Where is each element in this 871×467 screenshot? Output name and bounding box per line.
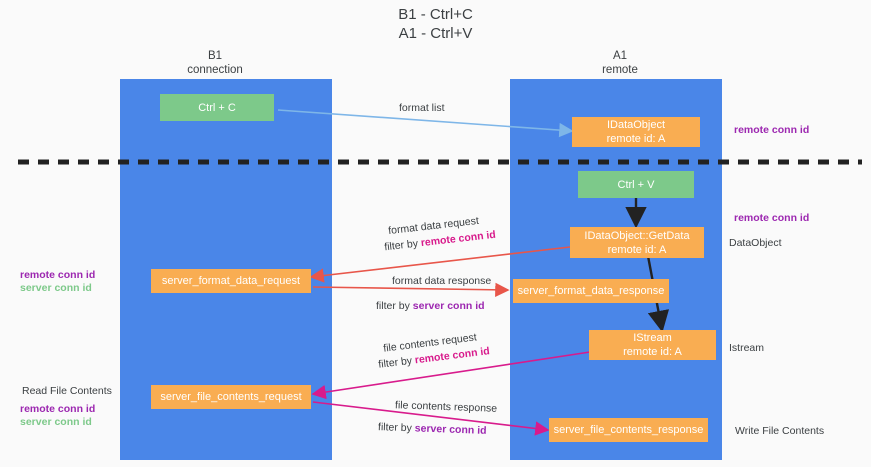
- edge-format-data-request: [309, 246, 571, 283]
- node-server-file-contents-request[interactable]: server_file_contents_request: [151, 385, 311, 409]
- edge-label-file-contents-response-filter-prefix: filter by: [377, 421, 415, 435]
- edge-file-contents-response: [312, 401, 550, 436]
- page-title: B1 - Ctrl+C A1 - Ctrl+V: [0, 5, 871, 43]
- node-server-file-contents-request-label: server_file_contents_request: [160, 391, 302, 403]
- edge-label-format-data-response-filter-key: server conn id: [412, 300, 485, 312]
- node-idataobject-subtitle: remote id: A: [606, 133, 666, 145]
- column-right-role: remote: [602, 64, 638, 76]
- node-istream-title: IStream: [633, 332, 672, 344]
- title-line-1: B1 - Ctrl+C: [398, 6, 473, 23]
- edge-label-format-data-response-filter: filter by server conn id: [376, 299, 485, 313]
- node-server-format-data-response-label: server_format_data_response: [517, 285, 665, 297]
- node-ctrl-v[interactable]: Ctrl + V: [578, 171, 694, 198]
- annotation-left-server-conn-id-mid: server conn id: [20, 282, 92, 294]
- edge-label-format-data-response-filter-prefix: filter by: [376, 300, 413, 312]
- node-getdata[interactable]: IDataObject::GetData remote id: A: [570, 227, 704, 258]
- annotation-remote-conn-id-top: remote conn id: [734, 124, 810, 136]
- node-server-format-data-request[interactable]: server_format_data_request: [151, 269, 311, 293]
- column-left-role: connection: [187, 64, 243, 76]
- node-ctrl-c[interactable]: Ctrl + C: [160, 94, 274, 121]
- edge-file-contents-request: [311, 351, 591, 400]
- node-istream[interactable]: IStream remote id: A: [589, 330, 716, 360]
- column-header-right: A1 remote: [550, 49, 690, 77]
- node-server-file-contents-response-label: server_file_contents_response: [553, 424, 704, 436]
- title-line-2: A1 - Ctrl+V: [398, 25, 473, 42]
- annotation-left-server-conn-id-bottom: server conn id: [20, 416, 92, 428]
- node-getdata-subtitle: remote id: A: [607, 243, 667, 256]
- node-server-format-data-request-label: server_format_data_request: [161, 275, 301, 287]
- node-getdata-title: IDataObject::GetData: [584, 229, 690, 242]
- edge-label-format-list: format list: [399, 102, 445, 114]
- annotation-remote-conn-id-mid: remote conn id: [734, 212, 810, 224]
- annotation-read-file-contents: Read File Contents: [22, 385, 112, 397]
- node-istream-subtitle: remote id: A: [623, 346, 682, 358]
- column-header-left: B1 connection: [145, 49, 285, 77]
- column-right-name: A1: [612, 50, 628, 62]
- annotation-left-remote-conn-id-bottom: remote conn id: [20, 403, 96, 415]
- node-ctrl-c-label: Ctrl + C: [198, 101, 236, 114]
- node-idataobject-title: IDataObject: [606, 119, 666, 131]
- edge-format-list: [277, 109, 574, 138]
- annotation-write-file-contents: Write File Contents: [735, 425, 825, 437]
- node-server-file-contents-response[interactable]: server_file_contents_response: [549, 418, 708, 442]
- edge-label-file-contents-response-filter-key: server conn id: [414, 422, 487, 437]
- node-server-format-data-response[interactable]: server_format_data_response: [513, 279, 669, 303]
- annotation-istream: Istream: [729, 342, 765, 354]
- node-ctrl-v-label: Ctrl + V: [617, 178, 655, 191]
- column-left-name: B1: [207, 50, 223, 62]
- annotation-dataobject: DataObject: [729, 237, 782, 249]
- edge-format-data-response: [312, 282, 510, 298]
- edge-label-format-data-response: format data response: [392, 275, 492, 287]
- node-idataobject[interactable]: IDataObject remote id: A: [572, 117, 700, 147]
- annotation-left-remote-conn-id-mid: remote conn id: [20, 269, 96, 281]
